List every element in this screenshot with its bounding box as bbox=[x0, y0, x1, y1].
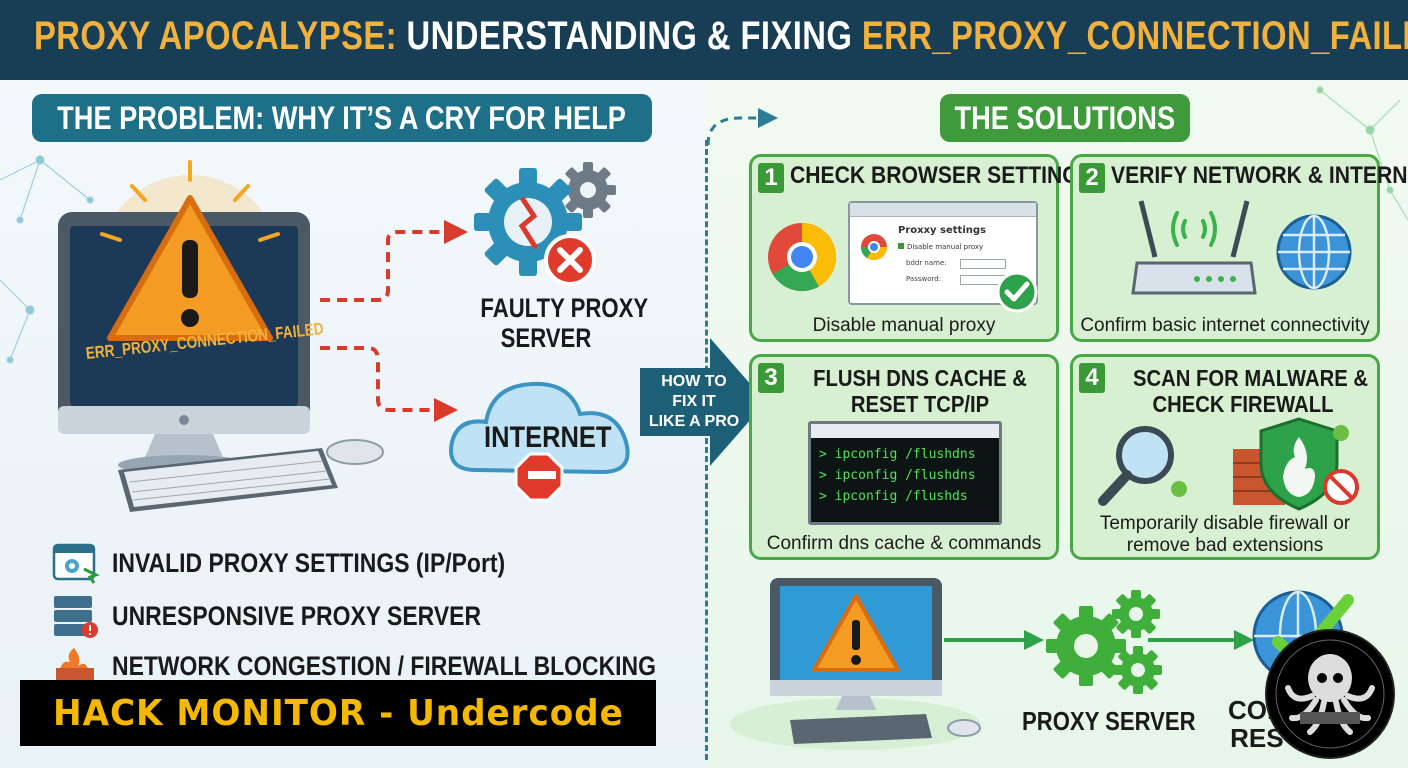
shield-firewall-icon bbox=[1233, 417, 1359, 511]
internet-cloud-icon bbox=[449, 381, 630, 502]
flow-proxy-label: PROXY SERVER bbox=[1022, 706, 1196, 736]
globe-icon bbox=[1276, 214, 1352, 290]
solutions-heading: THE SOLUTIONS bbox=[940, 94, 1190, 142]
header-bar: PROXY APOCALYPSE: UNDERSTANDING & FIXING… bbox=[0, 0, 1408, 80]
broken-gear-icon bbox=[474, 162, 616, 286]
problem-heading: THE PROBLEM: WHY IT’S A CRY FOR HELP bbox=[32, 94, 652, 142]
card-caption: Confirm basic internet connectivity bbox=[1080, 315, 1370, 336]
internet-label: INTERNET bbox=[484, 421, 612, 454]
proxy-gears-icon bbox=[1046, 590, 1162, 694]
card-number: 3 bbox=[758, 363, 784, 393]
problem-arrows-icon bbox=[320, 220, 468, 422]
card-title: CHECK BROWSER SETTINGS bbox=[790, 162, 1093, 189]
solution-card-1: 1 CHECK BROWSER SETTINGS Proxxy settings… bbox=[749, 154, 1093, 342]
chrome-icon bbox=[768, 223, 837, 292]
check-icon bbox=[996, 271, 1038, 313]
card-number: 2 bbox=[1079, 163, 1105, 193]
how-to-arrow-icon bbox=[640, 338, 766, 466]
card-title: FLUSH DNS CACHE &RESET TCP/IP bbox=[813, 365, 1027, 417]
dialog-field-2-label: Password: bbox=[906, 275, 942, 283]
network-decoration-icon bbox=[0, 86, 1408, 364]
card-title: VERIFY NETWORK & INTERNET bbox=[1111, 162, 1408, 189]
settings-window-icon bbox=[52, 543, 100, 584]
magnifier-icon bbox=[1098, 426, 1187, 506]
card-title: SCAN FOR MALWARE &CHECK FIREWALL bbox=[1133, 365, 1369, 417]
terminal-window: > ipconfig /flushdns > ipconfig /flushdn… bbox=[808, 421, 1002, 525]
dialog-field-1-input[interactable] bbox=[960, 259, 1006, 269]
dialog-chrome-icon bbox=[860, 234, 888, 261]
dialog-title: Proxxy settings bbox=[898, 225, 986, 236]
solution-card-3: 3 FLUSH DNS CACHE &RESET TCP/IP > ipconf… bbox=[749, 354, 1059, 560]
dialog-checkbox-label: Disable manual proxy bbox=[907, 243, 984, 251]
faulty-proxy-label: FAULTY PROXY SERVER bbox=[480, 293, 649, 353]
error-monitor-icon bbox=[58, 160, 384, 512]
solution-card-4: 4 SCAN FOR MALWARE &CHECK FIREWALL Tempo… bbox=[1070, 354, 1380, 560]
solution-card-2: 2 VERIFY NETWORK & INTERNET Confirm basi… bbox=[1070, 154, 1408, 342]
dialog-checkbox-row[interactable]: Disable manual proxy bbox=[898, 243, 983, 251]
title-part-1: PROXY APOCALYPSE: bbox=[34, 14, 398, 58]
router-icon bbox=[1131, 200, 1257, 295]
divider-arrow-icon bbox=[706, 108, 778, 146]
title-part-2: UNDERSTANDING & FIXING bbox=[397, 14, 862, 58]
flow-arrows-icon bbox=[944, 630, 1254, 650]
watermark-banner: HACK MONITOR - Undercode bbox=[20, 680, 656, 746]
section-divider bbox=[705, 140, 708, 760]
cause-unresponsive-server: UNRESPONSIVE PROXY SERVER bbox=[52, 594, 546, 638]
fixed-monitor-icon bbox=[730, 578, 981, 750]
card-caption: Confirm dns cache & commands bbox=[766, 533, 1042, 554]
card-number: 1 bbox=[758, 163, 784, 193]
card-number: 4 bbox=[1079, 363, 1105, 393]
cause-invalid-settings: INVALID PROXY SETTINGS (IP/Port) bbox=[52, 543, 575, 584]
octopus-logo-icon bbox=[1265, 629, 1395, 759]
server-alert-icon bbox=[54, 596, 98, 638]
page-title: PROXY APOCALYPSE: UNDERSTANDING & FIXING… bbox=[34, 14, 1408, 59]
card-caption: Disable manual proxy bbox=[812, 315, 996, 336]
title-part-3: ERR_PROXY_CONNECTION_FAILED bbox=[861, 14, 1408, 58]
terminal-lines: > ipconfig /flushdns > ipconfig /flushdn… bbox=[819, 447, 976, 504]
dialog-field-1-label: bddr name: bbox=[906, 259, 947, 267]
cause-network-congestion: NETWORK CONGESTION / FIREWALL BLOCKING bbox=[52, 646, 752, 686]
